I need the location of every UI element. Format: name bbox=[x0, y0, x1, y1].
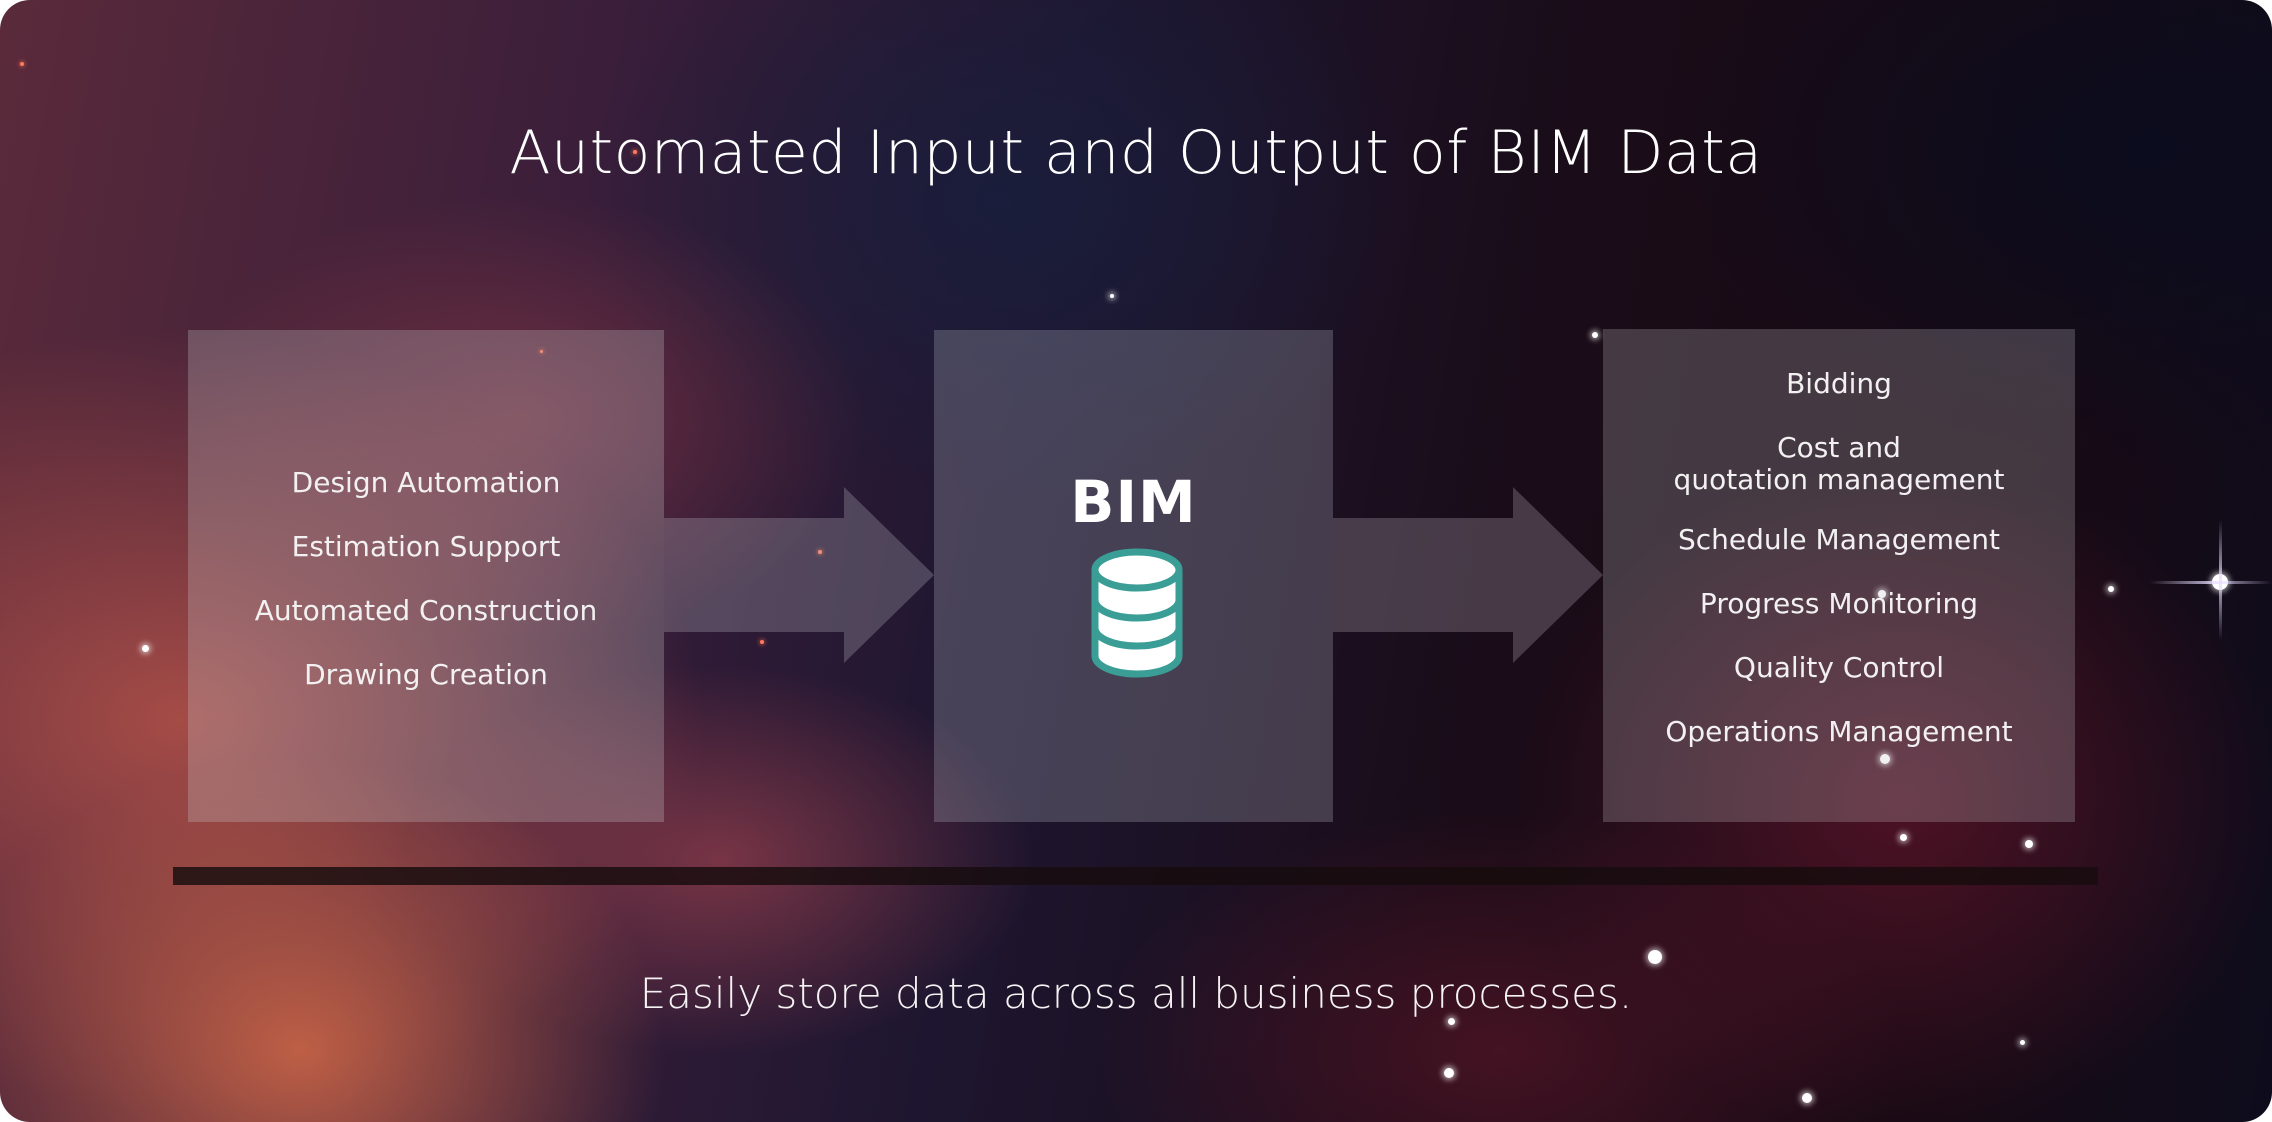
list-item: Bidding bbox=[1786, 367, 1892, 400]
star-decoration bbox=[2025, 840, 2033, 848]
star-decoration bbox=[1880, 754, 1890, 764]
list-item-line: Cost and bbox=[1777, 431, 1901, 464]
tagline: Easily store data across all business pr… bbox=[639, 969, 1633, 1018]
arrow-right-icon bbox=[1333, 487, 1603, 663]
database-icon bbox=[1089, 548, 1185, 680]
star-decoration bbox=[142, 645, 149, 652]
bim-label: BIM bbox=[1070, 468, 1197, 536]
list-item: Schedule Management bbox=[1677, 523, 2000, 556]
list-item: Quality Control bbox=[1733, 651, 1945, 684]
output-list: Bidding Cost and quotation management Sc… bbox=[1603, 368, 2075, 780]
list-item: Design Automation bbox=[291, 466, 561, 499]
input-list: Design Automation Estimation Support Aut… bbox=[188, 462, 664, 718]
star-decoration bbox=[1444, 1068, 1454, 1078]
star-decoration bbox=[1900, 834, 1907, 841]
star-flare bbox=[2219, 520, 2222, 640]
star-decoration bbox=[2020, 1040, 2025, 1045]
divider-bar bbox=[173, 867, 2098, 885]
star-decoration bbox=[1592, 332, 1598, 338]
star-flare bbox=[2150, 581, 2272, 584]
star-decoration bbox=[540, 350, 543, 353]
list-item: Estimation Support bbox=[291, 530, 561, 563]
star-decoration bbox=[2108, 586, 2114, 592]
star-decoration bbox=[1448, 1018, 1455, 1025]
output-panel bbox=[1603, 329, 2075, 822]
star-decoration bbox=[20, 62, 24, 66]
list-item: Automated Construction bbox=[254, 594, 598, 627]
star-decoration bbox=[1110, 294, 1114, 298]
star-decoration bbox=[1802, 1093, 1812, 1103]
list-item: Operations Management bbox=[1665, 715, 2013, 748]
arrow-right-icon bbox=[664, 487, 934, 663]
star-decoration bbox=[760, 640, 764, 644]
input-panel bbox=[188, 330, 664, 822]
star-decoration bbox=[818, 550, 822, 554]
list-item-multiline: Cost and quotation management bbox=[1603, 432, 2075, 496]
list-item: Drawing Creation bbox=[304, 658, 548, 691]
star-decoration bbox=[1648, 950, 1662, 964]
diagram-title: Automated Input and Output of BIM Data bbox=[509, 118, 1763, 188]
list-item: Progress Monitoring bbox=[1699, 587, 1979, 620]
list-item-line: quotation management bbox=[1673, 463, 2005, 496]
star-decoration bbox=[633, 150, 637, 154]
star-decoration bbox=[1878, 590, 1886, 598]
